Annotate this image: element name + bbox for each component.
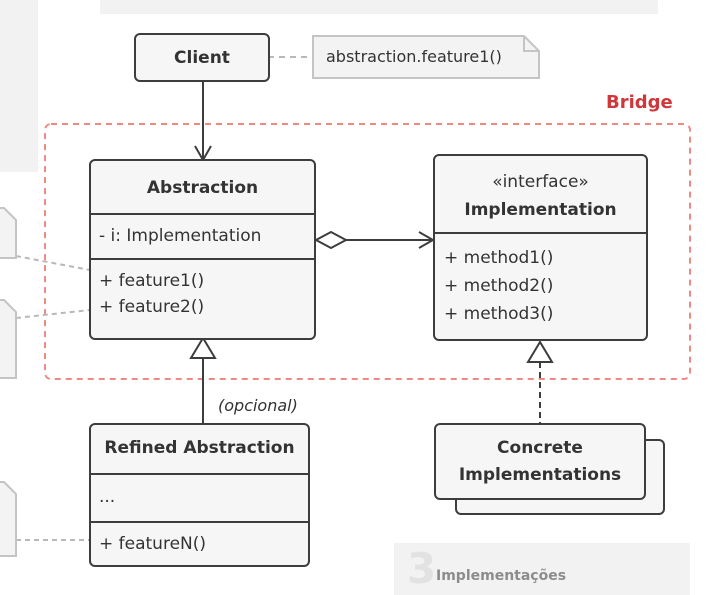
abstraction-method-feature1: + feature1() xyxy=(99,271,205,291)
inheritance-triangle xyxy=(189,336,217,359)
refined-abstraction-name: Refined Abstraction xyxy=(104,438,295,458)
top-background-panel xyxy=(100,0,658,14)
abstraction-fields: - i: Implementation xyxy=(91,213,314,258)
client-label: Client xyxy=(174,48,230,68)
implementation-method-2: + method2() xyxy=(444,276,554,296)
refined-abstraction-header: Refined Abstraction xyxy=(91,425,308,473)
implementation-methods: + method1() + method2() + method3() xyxy=(435,232,646,339)
left-background-panel xyxy=(0,0,38,172)
abstraction-header: Abstraction xyxy=(91,161,314,213)
implementation-method-1: + method1() xyxy=(444,248,554,268)
left-note-shape-2 xyxy=(0,299,17,379)
refined-abstraction-fields: ... xyxy=(91,473,308,521)
client-note-text: abstraction.feature1() xyxy=(326,47,502,66)
optional-label: (opcional) xyxy=(218,396,298,415)
left-note-shape-3 xyxy=(0,481,17,557)
left-note-link-2 xyxy=(15,309,91,319)
section-title: Implementações xyxy=(436,568,567,584)
aggregation-diamond xyxy=(313,230,349,250)
client-box: Client xyxy=(134,33,270,82)
left-note-link-1 xyxy=(15,255,91,271)
abstraction-name: Abstraction xyxy=(146,178,259,198)
concrete-implementations: Concrete Implementations xyxy=(434,423,646,500)
realization-triangle xyxy=(526,340,554,363)
implementation-stereotype: «interface» xyxy=(492,172,589,192)
abstraction-methods: + feature1() + feature2() xyxy=(91,258,314,338)
abstraction-field: - i: Implementation xyxy=(99,226,262,246)
abstraction-method-feature2: + feature2() xyxy=(99,297,205,317)
refined-abstraction-field: ... xyxy=(99,487,116,507)
bridge-boundary xyxy=(44,123,691,380)
section-heading-panel xyxy=(394,543,690,595)
left-note-shape-1 xyxy=(0,207,17,259)
refined-abstraction-method: + featureN() xyxy=(99,534,207,554)
abstraction-class: Abstraction - i: Implementation + featur… xyxy=(89,159,316,340)
concrete-implementations-line2: Implementations xyxy=(458,465,622,485)
implementation-interface: «interface» Implementation + method1() +… xyxy=(433,154,648,341)
implementation-name: Implementation xyxy=(464,200,617,220)
refined-abstraction-methods: + featureN() xyxy=(91,521,308,565)
implementation-method-3: + method3() xyxy=(444,304,554,324)
section-number: 3 xyxy=(407,544,437,593)
implementation-header: «interface» Implementation xyxy=(435,156,646,232)
bridge-label: Bridge xyxy=(606,92,673,113)
refined-abstraction-class: Refined Abstraction ... + featureN() xyxy=(89,423,310,567)
concrete-implementations-line1: Concrete xyxy=(497,438,583,458)
client-note: abstraction.feature1() xyxy=(312,35,540,79)
note-shape xyxy=(312,35,540,79)
